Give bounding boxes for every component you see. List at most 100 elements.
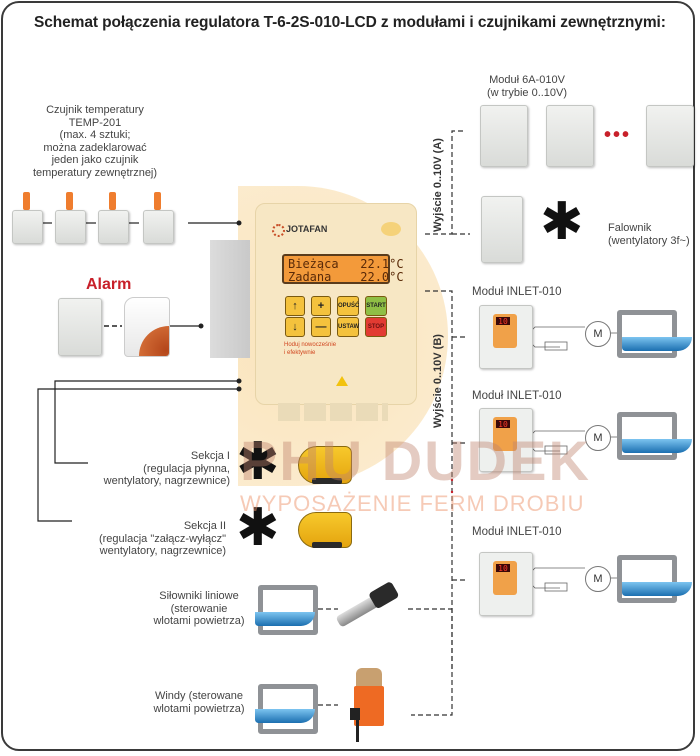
air-inlet-icon	[255, 684, 318, 734]
inlet-flap-icon	[622, 439, 692, 453]
alarm-label: Alarm	[86, 276, 132, 293]
sensor-housing-icon	[12, 210, 43, 244]
heater-icon	[298, 446, 352, 484]
sensors-label-line: TEMP-201	[68, 116, 122, 129]
section-1-label-line: wentylatory, nagrzewnice)	[103, 475, 230, 487]
warning-icon	[336, 376, 348, 386]
sensors-label-line: można zadeklarować	[43, 141, 147, 154]
down-key[interactable]: ↓	[285, 317, 305, 337]
linear-actuator-label-line: (sterowanie	[170, 602, 228, 615]
inlet-flap-icon	[622, 337, 692, 351]
module-6a-label-line: Moduł 6A-010V	[489, 74, 565, 86]
mounting-plate	[210, 240, 250, 358]
fan-icon: ✱	[540, 193, 584, 251]
sensors-label-line: Czujnik temperatury	[46, 104, 144, 116]
module-6a-label-line: (w trybie 0..10V)	[486, 86, 568, 99]
air-inlet-icon	[617, 310, 692, 358]
motor-icon: M	[585, 321, 611, 347]
lcd-display: Bieżąca 22.1°C Zadana 22.0°C	[282, 254, 404, 284]
inlet-display: 10	[496, 420, 510, 429]
temperature-sensor	[98, 192, 129, 250]
up-key[interactable]: ↑	[285, 296, 305, 316]
inlet-module-label: Moduł INLET-010	[472, 286, 562, 298]
sensor-housing-icon	[55, 210, 86, 244]
heater-base-icon	[312, 542, 342, 548]
sensor-housing-icon	[98, 210, 129, 244]
section-1-label-line: Sekcja I	[190, 450, 230, 462]
plus-key[interactable]: +	[311, 296, 331, 316]
inverter-icon	[481, 196, 523, 263]
module-6a-icon	[646, 105, 694, 167]
temperature-sensor	[143, 192, 174, 250]
inlet-flap-icon	[255, 612, 315, 626]
inverter-label: Falownik (wentylatory 3f~)	[608, 222, 690, 247]
slogan-line-1: Hoduj nowocześnie	[284, 342, 337, 348]
watermark-title: PHU DUDEK	[240, 429, 591, 492]
opusc-key[interactable]: OPUŚĆ	[337, 296, 359, 316]
winch-motor-icon	[350, 668, 386, 742]
controller-brand: JOTAFAN	[286, 224, 328, 234]
winch-label-line: Windy (sterowane	[154, 690, 244, 702]
chick-icon	[381, 222, 401, 236]
section-2-label-line: Sekcja II	[183, 520, 226, 532]
temperature-sensor	[12, 192, 43, 250]
watermark-subtitle: WYPOSAŻENIE FERM DROBIU	[240, 491, 585, 516]
inlet-module-label: Moduł INLET-010	[472, 390, 562, 402]
section-1-label: Sekcja I (regulacja płynna, wentylatory,…	[90, 450, 230, 488]
air-inlet-icon	[255, 585, 318, 635]
inlet-module-label: Moduł INLET-010	[472, 526, 562, 538]
sensor-probe-icon	[154, 192, 161, 210]
linear-actuator-label-line: Siłowniki liniowe	[159, 590, 239, 602]
winch-label-line: wlotami powietrza)	[153, 702, 245, 715]
air-inlet-icon	[617, 555, 692, 603]
section-2-label-line: wentylatory, nagrzewnice)	[99, 545, 226, 557]
more-modules-ellipsis: •••	[604, 124, 632, 146]
sensor-probe-icon	[23, 192, 30, 210]
inlet-module-icon: 10	[479, 305, 533, 369]
ustaw-key[interactable]: USTAW	[337, 317, 359, 337]
output-b-label: Wyjście 0..10V (B)	[432, 334, 444, 428]
inlet-control-panel: 10	[493, 561, 517, 595]
minus-key[interactable]: —	[311, 317, 331, 337]
inlet-control-panel: 10	[493, 417, 517, 451]
slogan-line-2: i efektywnie	[284, 350, 316, 356]
motor-icon: M	[585, 425, 611, 451]
lcd-line-2: Zadana 22.0°C	[288, 270, 404, 284]
controller-unit: JOTAFAN Bieżąca 22.1°C Zadana 22.0°C ↑ +…	[255, 203, 417, 405]
lcd-line-1: Bieżąca 22.1°C	[288, 257, 404, 271]
inlet-display: 10	[496, 564, 510, 573]
inlet-control-panel: 10	[493, 314, 517, 348]
module-6a-label: Moduł 6A-010V (w trybie 0..10V)	[472, 74, 582, 99]
page-title: Schemat połączenia regulatora T-6-2S-010…	[34, 14, 666, 31]
stop-key[interactable]: STOP	[365, 317, 387, 337]
inverter-label-line: Falownik	[608, 222, 652, 234]
siren-icon	[124, 297, 170, 357]
inlet-display: 10	[496, 317, 510, 326]
sensor-housing-icon	[143, 210, 174, 244]
winch-label: Windy (sterowane wlotami powietrza)	[144, 690, 254, 715]
inlet-flap-icon	[255, 709, 315, 723]
fan-icon: ✱	[236, 499, 280, 557]
sensors-label-line: (max. 4 sztuki;	[59, 129, 131, 141]
inlet-module-icon: 10	[479, 408, 533, 472]
heater-base-icon	[312, 478, 342, 484]
fan-icon: ✱	[236, 433, 280, 491]
module-6a-icon	[480, 105, 528, 167]
air-inlet-icon	[617, 412, 692, 460]
sensors-label-line: temperatury zewnętrznej)	[32, 166, 158, 179]
sensor-probe-icon	[109, 192, 116, 210]
cable-glands	[278, 403, 388, 421]
output-a-label: Wyjście 0..10V (A)	[432, 138, 444, 232]
inlet-module-icon: 10	[479, 552, 533, 616]
linear-actuator-label-line: wlotami powietrza)	[153, 615, 245, 627]
sensors-label-line: jeden jako czujnik	[51, 154, 139, 166]
inverter-label-line: (wentylatory 3f~)	[608, 234, 690, 247]
sensor-probe-icon	[66, 192, 73, 210]
motor-icon: M	[585, 566, 611, 592]
module-6a-icon	[546, 105, 594, 167]
start-key[interactable]: START	[365, 296, 387, 316]
jotafan-logo-icon	[272, 224, 285, 237]
sensors-label: Czujnik temperatury TEMP-201 (max. 4 szt…	[20, 104, 170, 179]
linear-actuator-label: Siłowniki liniowe (sterowanie wlotami po…	[144, 590, 254, 628]
temperature-sensor	[55, 192, 86, 250]
